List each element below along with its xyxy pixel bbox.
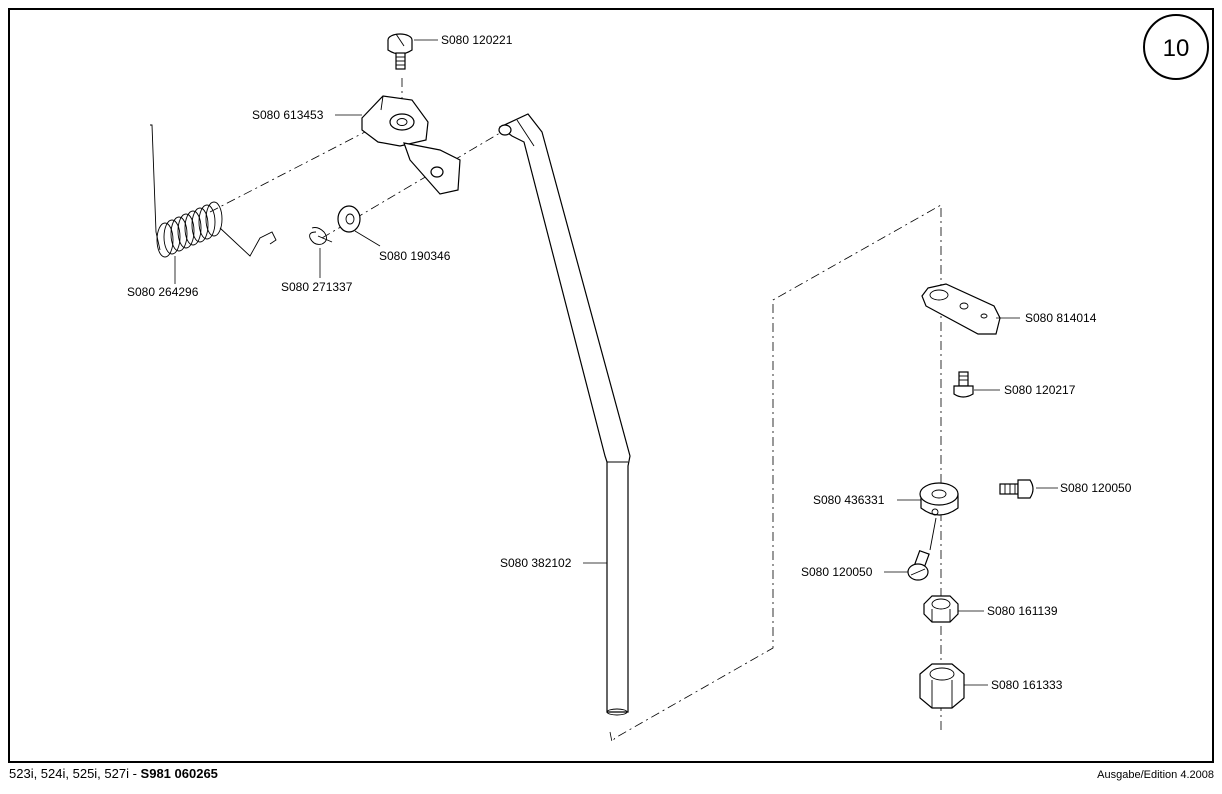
spring <box>150 124 277 258</box>
label-screw-collar-left: S080 120050 <box>801 565 873 579</box>
screw-collar-left <box>907 549 930 581</box>
page-number: 10 <box>1163 35 1190 62</box>
label-lever: S080 613453 <box>252 108 324 122</box>
label-screw-plate: S080 120217 <box>1004 383 1076 397</box>
label-screw-top: S080 120221 <box>441 33 513 47</box>
footer-edition: Ausgabe/Edition 4.2008 <box>1097 769 1214 781</box>
label-clip: S080 271337 <box>281 280 353 294</box>
collar <box>919 482 959 516</box>
label-nut-small: S080 161139 <box>987 604 1058 618</box>
washer <box>337 205 361 233</box>
lever <box>361 95 461 195</box>
clip <box>309 227 333 245</box>
plate <box>921 283 1001 335</box>
label-nut-large: S080 161333 <box>991 678 1063 692</box>
screw-collar-right <box>999 479 1034 499</box>
footer-part-number: S981 060265 <box>140 766 218 781</box>
label-plate: S080 814014 <box>1025 311 1097 325</box>
rod <box>498 113 631 716</box>
screw-top <box>387 33 413 70</box>
screw-plate <box>953 371 974 398</box>
nut-small <box>923 595 959 623</box>
assembly-lines <box>209 78 942 743</box>
footer-models: 523i, 524i, 525i, 527i - S981 060265 <box>9 766 218 781</box>
footer-model-list: 523i, 524i, 525i, 527i - <box>9 766 141 781</box>
page-number-circle <box>1143 14 1209 80</box>
label-screw-collar-right: S080 120050 <box>1060 481 1132 495</box>
label-washer: S080 190346 <box>379 249 451 263</box>
label-collar: S080 436331 <box>813 493 885 507</box>
label-spring: S080 264296 <box>127 285 199 299</box>
nut-large <box>919 663 965 709</box>
page-border <box>8 8 1214 763</box>
label-rod: S080 382102 <box>500 556 572 570</box>
